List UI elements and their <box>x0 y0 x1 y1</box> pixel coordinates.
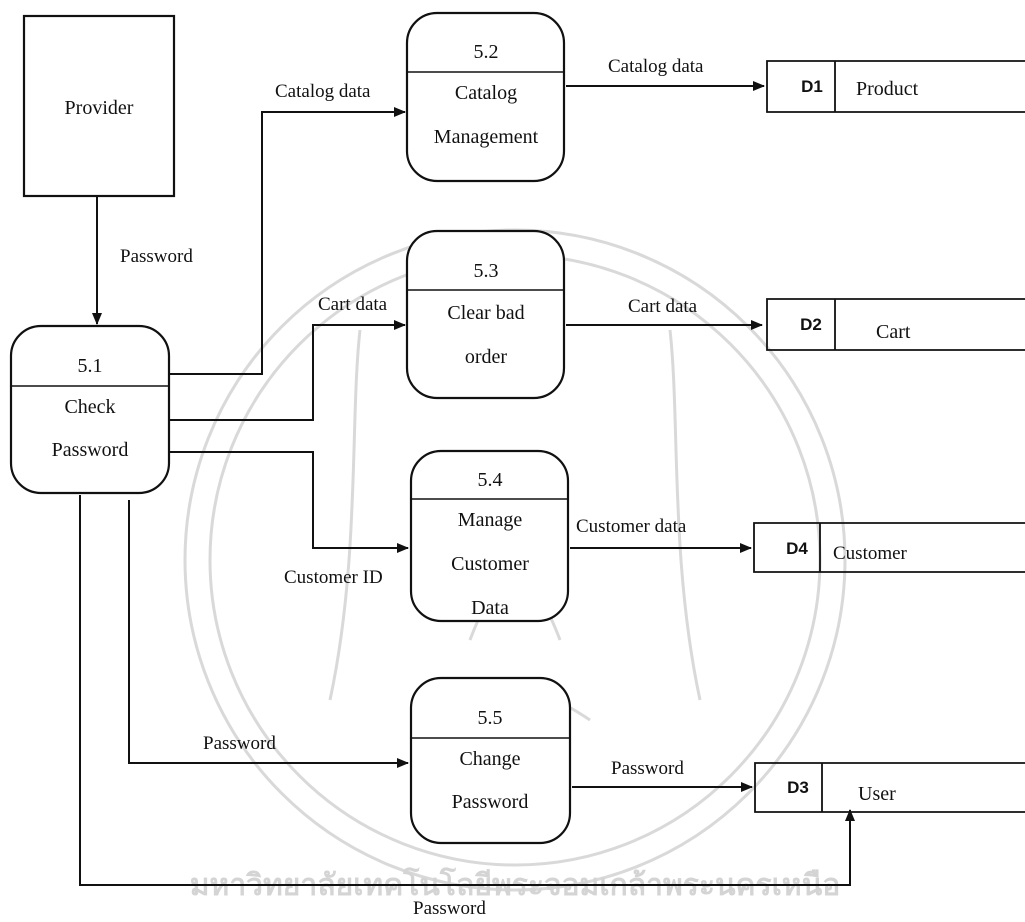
flow-manage-customer-to-customer-store: Customer data <box>570 516 752 553</box>
process-5-1-id: 5.1 <box>78 355 103 377</box>
flow-check-password-to-change-password: Password <box>128 500 409 768</box>
process-5-3-name-line1: Clear bad <box>447 302 524 324</box>
entity-provider-label: Provider <box>65 97 134 119</box>
datastore-d1-code: D1 <box>801 77 823 96</box>
process-5-3-id: 5.3 <box>474 260 499 282</box>
flow-label-provider-password: Password <box>120 246 193 267</box>
flow-label-customer-data: Customer data <box>576 516 687 537</box>
process-5-4-name-line3: Data <box>471 597 509 619</box>
flow-label-customer-id: Customer ID <box>284 567 383 588</box>
process-5-2-name-line1: Catalog <box>455 82 517 104</box>
process-5-4-name-line2: Customer <box>451 553 529 575</box>
process-5-1-name-line1: Check <box>64 396 115 418</box>
process-5-5-id: 5.5 <box>478 707 503 729</box>
datastore-d2-code: D2 <box>800 315 822 334</box>
process-5-2-catalog-management: 5.2 Catalog Management <box>405 11 566 183</box>
flow-check-password-to-manage-customer: Customer ID <box>170 451 409 588</box>
process-5-5-change-password: 5.5 Change Password <box>409 676 572 845</box>
flow-label-catalog-data-in: Catalog data <box>275 81 371 102</box>
flow-label-password-to-user: Password <box>611 758 684 779</box>
process-5-5-name-line2: Password <box>452 791 529 813</box>
process-5-1-check-password: 5.1 Check Password <box>9 324 171 495</box>
flow-check-password-to-catalog: Catalog data <box>170 81 406 375</box>
datastore-d1-name: Product <box>856 78 919 100</box>
datastore-d2-name: Cart <box>876 321 911 343</box>
flow-label-password-bottom: Password <box>413 898 486 919</box>
datastore-d3-name: User <box>858 783 896 805</box>
datastore-d3-user: D3 User <box>754 762 1025 813</box>
process-5-2-id: 5.2 <box>474 41 499 63</box>
process-5-4-name-line1: Manage <box>458 509 523 531</box>
datastore-d1-product: D1 Product <box>766 60 1025 113</box>
datastore-d4-name: Customer <box>833 543 908 564</box>
datastore-d2-cart: D2 Cart <box>766 298 1025 351</box>
process-5-2-name-line2: Management <box>434 126 539 148</box>
flow-label-cart-data-out: Cart data <box>628 296 698 317</box>
flow-label-catalog-data-out: Catalog data <box>608 56 704 77</box>
flow-label-password-to-change: Password <box>203 733 276 754</box>
process-5-3-name-line2: order <box>465 346 508 368</box>
flow-check-password-to-user: Password <box>79 495 855 919</box>
flow-change-password-to-user: Password <box>572 758 753 792</box>
flow-label-cart-data-in: Cart data <box>318 294 388 315</box>
flow-check-password-to-clear-bad-order: Cart data <box>170 294 406 421</box>
flow-provider-to-check-password: Password <box>92 196 193 325</box>
process-5-5-name-line1: Change <box>459 748 520 770</box>
datastore-d3-code: D3 <box>787 778 809 797</box>
datastore-d4-code: D4 <box>786 539 808 558</box>
datastore-d4-customer: D4 Customer <box>753 522 1025 573</box>
entity-provider: Provider <box>22 14 176 198</box>
process-5-4-manage-customer-data: 5.4 Manage Customer Data <box>409 449 570 623</box>
process-5-4-id: 5.4 <box>478 469 503 491</box>
process-5-1-name-line2: Password <box>52 439 129 461</box>
flow-clear-bad-order-to-cart: Cart data <box>566 296 763 330</box>
process-5-3-clear-bad-order: 5.3 Clear bad order <box>405 229 566 400</box>
flow-catalog-to-product: Catalog data <box>566 56 765 91</box>
